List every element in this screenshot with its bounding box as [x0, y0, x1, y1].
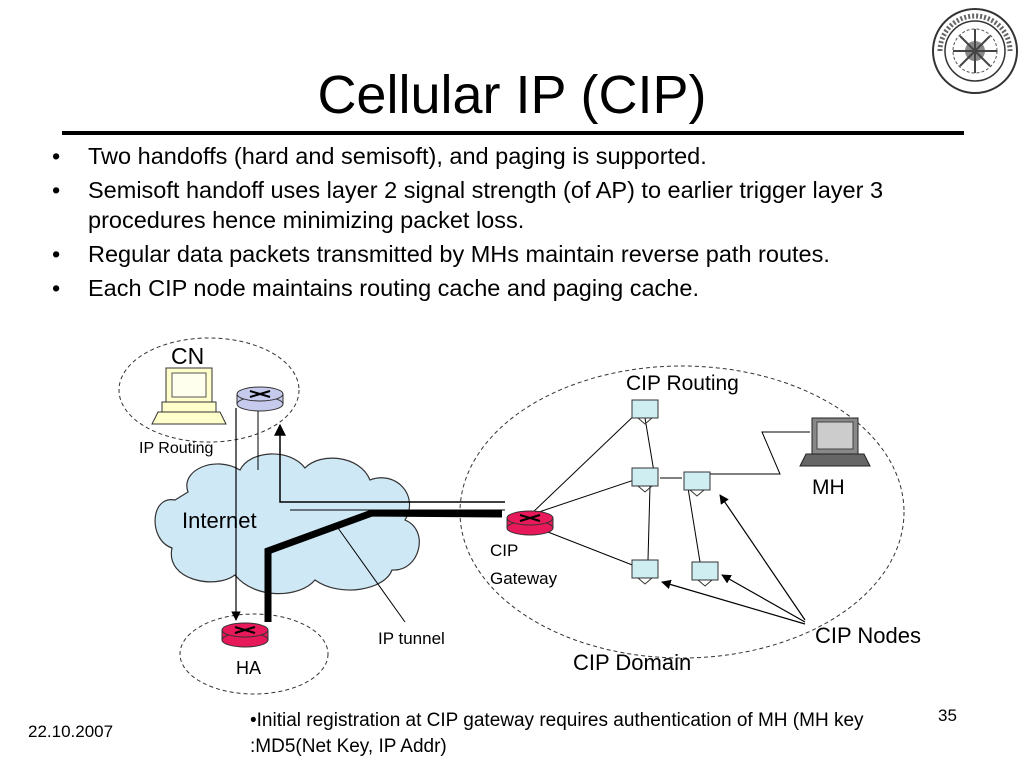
- ip-tunnel-label: IP tunnel: [378, 629, 445, 648]
- bullet-list: • Two handoffs (hard and semisoft), and p…: [48, 141, 998, 307]
- cn-label: CN: [171, 343, 204, 369]
- page-number: 35: [938, 706, 957, 725]
- bullet-item: • Two handoffs (hard and semisoft), and p…: [48, 141, 998, 171]
- cn-region-ellipse: [118, 337, 300, 443]
- ip-tunnel-leader: [337, 527, 406, 623]
- bullet-item: • Each CIP node maintains routing cache a…: [48, 273, 998, 303]
- cip-nodes-pointers: [661, 494, 806, 625]
- cip-node-icon: [631, 467, 659, 493]
- institute-logo-icon: [932, 8, 1018, 94]
- ha-label: HA: [236, 658, 261, 678]
- cip-tree-links: [529, 409, 810, 569]
- bullet-text: Two handoffs (hard and semisoft), and pa…: [88, 143, 707, 169]
- bullet-item: • Regular data packets transmitted by MHs…: [48, 239, 998, 269]
- cip-node-icon: [631, 559, 659, 585]
- bullet-marker: •: [52, 275, 61, 301]
- mh-laptop-icon: [799, 417, 871, 467]
- bullet-text: Regular data packets transmitted by MHs …: [88, 241, 830, 267]
- title-rule: [62, 131, 964, 135]
- cip-gateway-label-line1: CIP: [490, 541, 518, 560]
- cn-computer-icon: [151, 367, 227, 425]
- ha-region-ellipse: [179, 613, 329, 695]
- bullet-marker: •: [52, 143, 61, 169]
- footer-date: 22.10.2007: [28, 722, 114, 741]
- ha-router-icon: [221, 622, 269, 648]
- internet-cloud-icon: [154, 453, 420, 595]
- link-gateway-to-cn: [274, 423, 505, 503]
- ip-tunnel-link: [264, 509, 503, 622]
- cip-node-icon: [631, 399, 659, 425]
- cip-nodes-label: CIP Nodes: [815, 623, 921, 648]
- bullet-marker: •: [52, 177, 61, 203]
- mh-label: MH: [812, 476, 845, 499]
- ip-routing-label: IP Routing: [139, 440, 213, 457]
- cip-routing-label: CIP Routing: [626, 372, 739, 395]
- footer-note: •Initial registration at CIP gateway req…: [250, 710, 864, 757]
- internet-label: Internet: [182, 508, 257, 533]
- bullet-text: Each CIP node maintains routing cache an…: [88, 275, 699, 301]
- cip-domain-label: CIP Domain: [573, 650, 691, 675]
- cip-gateway-router-icon: [506, 510, 554, 536]
- cip-gateway-label-line2: Gateway: [490, 569, 558, 588]
- bullet-text: Semisoft handoff uses layer 2 signal str…: [88, 177, 884, 233]
- bullet-marker: •: [52, 241, 61, 267]
- bullet-item: • Semisoft handoff uses layer 2 signal st…: [48, 175, 998, 235]
- cip-node-icon: [683, 471, 711, 497]
- slide-title: Cellular IP (CIP): [317, 65, 707, 125]
- cip-node-icon: [691, 561, 719, 587]
- cn-router-icon: [236, 386, 284, 412]
